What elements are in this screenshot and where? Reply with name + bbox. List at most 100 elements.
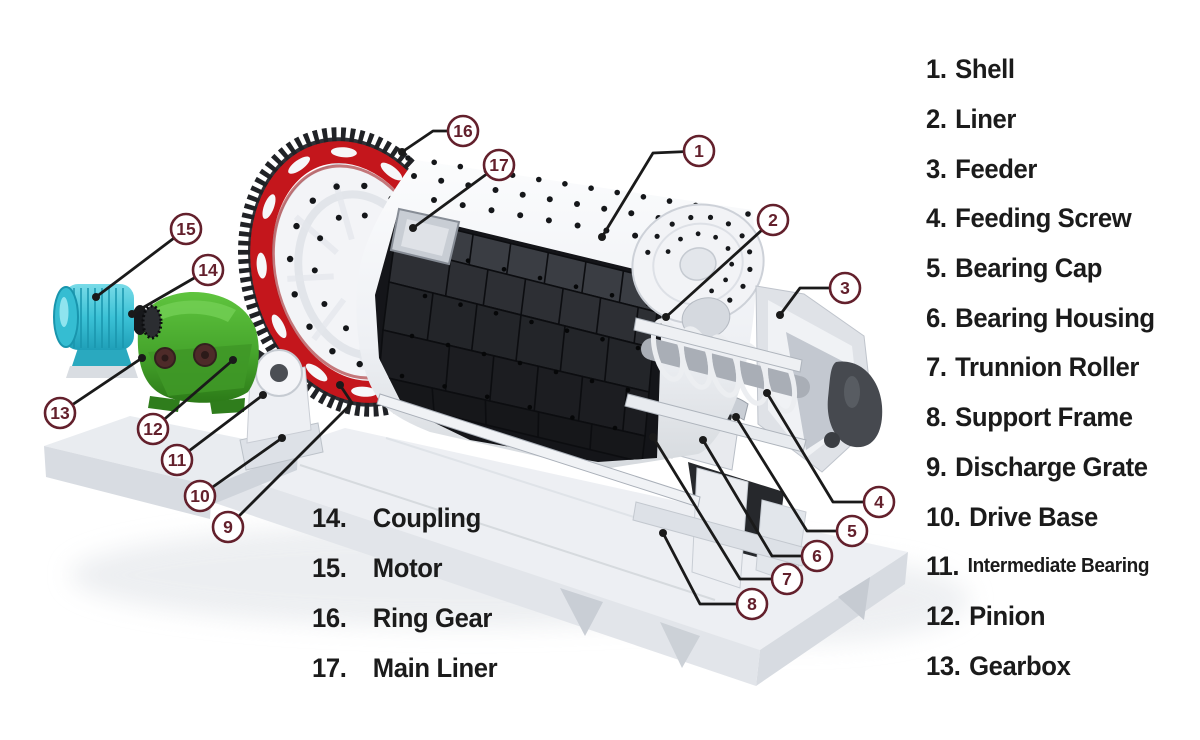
bolt-dot [422,293,428,299]
bolt-dot [546,196,553,203]
callout-8-line [661,531,754,606]
bolt-dot [517,212,524,219]
bolt-dot [725,221,732,227]
legend-item-label: Coupling [372,503,481,534]
callout-14-badge [191,253,225,287]
bolt-dot [457,163,464,170]
bolt-dot [709,288,714,294]
bolt-dot [481,351,487,357]
callout-9-badge [211,510,245,544]
drum-shell [356,155,757,508]
bolt-dot [740,283,746,289]
callout-17-line [411,163,501,230]
bolt-dot [527,404,533,410]
callout-1-anchor-dot [598,233,606,241]
legend-item-label: Feeder [955,153,1038,184]
bolt-dot [545,217,552,224]
callout-8-badge [735,587,769,621]
legend-item-motor: 15.Motor [312,544,497,594]
bolt-dot [536,176,542,183]
callout-15-number: 15 [176,219,196,239]
callout-15-anchor-dot [92,293,100,301]
callout-16-anchor-dot [398,148,406,156]
bolt-dot [445,342,451,348]
legend-item-shell: 1.Shell [926,45,1155,95]
bolt-dot [484,394,490,400]
callout-15-line [94,227,188,299]
bolt-dot [458,302,463,308]
callout-3-badge [828,271,862,305]
legend-item-label: Discharge Grate [955,451,1148,482]
callout-11-number: 11 [168,450,187,470]
bolt-dot [343,325,349,332]
legend-item-number: 16. [312,602,347,633]
gearbox [137,291,259,414]
callout-10-anchor-dot [278,434,286,442]
bolt-dot [628,210,635,217]
legend-item-number: 8. [926,402,947,433]
bolt-dot [501,267,507,272]
ring-gear-slot [262,194,276,219]
bolt-dot [632,232,639,239]
callout-6-anchor-dot [699,436,707,444]
bolt-dot [493,311,499,316]
legend-item-label: Pinion [969,600,1046,631]
bolt-dot [588,185,594,191]
bolt-dot [729,261,735,267]
bolt-dot [317,235,324,242]
legend-item-number: 12. [926,600,961,631]
callout-11-anchor-dot [259,391,267,399]
bolt-dot [573,284,579,290]
ring-gear-slot [351,386,378,397]
callout-12-badge [136,412,170,446]
bolt-dot [361,212,368,219]
callout-2-number: 2 [768,210,778,230]
bolt-dot [291,291,298,298]
callout-13-badge [43,396,77,430]
legend-item-main-liner: 17.Main Liner [312,643,498,693]
bolt-dot [640,194,647,200]
legend-item-label: Bearing Housing [955,302,1155,333]
legend-item-number: 6. [926,302,947,333]
legend-item-number: 1. [926,54,947,85]
legend-item-bearing-housing: 6. Bearing Housing [926,293,1155,343]
bolt-dot [678,236,683,242]
callout-16-number: 16 [453,121,473,141]
legend-item-ring-gear: 16.Ring Gear [312,594,497,644]
bolt-dot [529,319,534,325]
ring-gear-slot [271,314,287,339]
bolt-dot [537,275,543,281]
bolt-dot [309,197,316,204]
callout-1-number: 1 [694,141,704,161]
legend-item-label: Drive Base [969,501,1098,532]
bolt-dot [570,415,575,420]
legend-item-number: 7. [926,352,947,383]
legend-item-trunnion-roller: 7.Trunnion Roller [926,343,1155,393]
bolt-dot [747,249,753,255]
bolt-dot [725,246,731,251]
bolt-dot [411,173,417,179]
shell-bottom-rail [376,393,701,508]
callout-13-number: 13 [50,403,70,423]
bolt-dot [609,293,615,298]
bolt-dot [335,214,342,221]
callout-9-anchor-dot [336,381,344,389]
bolt-dot [405,155,411,161]
bolt-dot [459,202,466,209]
bolt-dot [431,197,437,203]
bolt-dot [666,198,673,204]
legend-item-intermediate-bearing: 11.Intermediate Bearing [926,542,1155,592]
bolt-dot [438,177,445,184]
bolt-dot [612,425,618,431]
callout-12-number: 12 [143,419,163,439]
bolt-dot [645,249,651,255]
bolt-dot [409,333,415,339]
ring-gear-slot [330,147,357,158]
bolt-dot [293,222,300,230]
callout-10-line [198,436,284,498]
callout-4-number: 4 [874,492,884,512]
callout-12-line [151,358,235,431]
